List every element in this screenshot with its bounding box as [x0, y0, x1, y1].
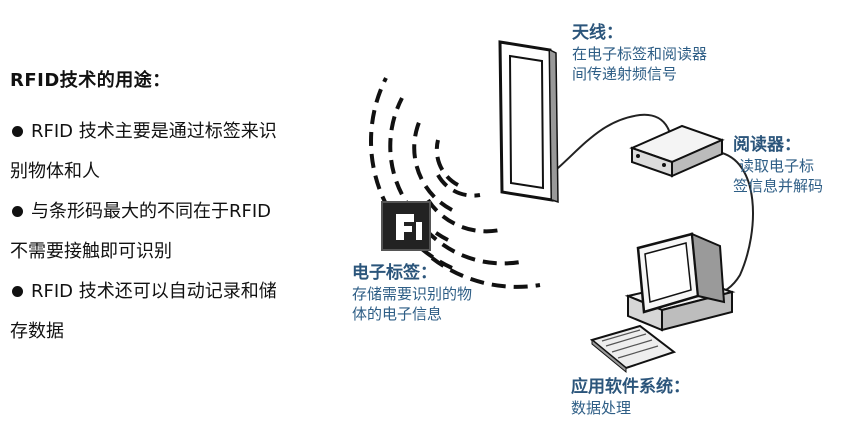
bullet-1-line-2: 别物体和人 — [10, 161, 100, 182]
computer-icon — [589, 232, 736, 374]
usage-title: RFID技术的用途： — [10, 70, 171, 91]
electronic-tag-icon — [381, 201, 431, 251]
tag-label-line-2: 体的电子信息 — [352, 305, 443, 323]
app-label-line-1: 数据处理 — [571, 399, 632, 417]
rfid-diagram-art — [369, 40, 754, 374]
reader-label-line-2: 签信息并解码 — [733, 177, 824, 195]
antenna-label-line-1: 在电子标签和阅读器 — [572, 45, 708, 63]
app-label: 应用软件系统： 数据处理 — [571, 376, 690, 418]
bullet-dot-icon — [12, 285, 23, 297]
bullet-2-cont: 不需要接触即可识别 — [10, 232, 340, 272]
tag-label-title: 电子标签： — [352, 263, 437, 283]
bullet-3-cont: 存数据 — [10, 312, 340, 352]
bullet-2: 与条形码最大的不同在于RFID — [10, 192, 340, 232]
bullet-1: RFID 技术主要是通过标签来识 — [10, 112, 340, 152]
bullet-2-line-1: 与条形码最大的不同在于RFID — [31, 201, 272, 222]
bullet-2-line-2: 不需要接触即可识别 — [10, 241, 172, 262]
antenna-icon — [498, 40, 559, 204]
bullet-dot-icon — [12, 205, 23, 217]
antenna-label: 天线： 在电子标签和阅读器 间传递射频信号 — [572, 22, 707, 84]
bullet-1-cont: 别物体和人 — [10, 152, 340, 192]
reader-device-icon — [629, 124, 725, 178]
antenna-label-title: 天线： — [572, 23, 623, 43]
bullet-3-line-2: 存数据 — [10, 321, 64, 342]
app-label-title: 应用软件系统： — [571, 377, 690, 397]
bullet-dot-icon — [12, 125, 23, 137]
bullet-3: RFID 技术还可以自动记录和储 — [10, 272, 340, 312]
antenna-label-line-2: 间传递射频信号 — [572, 65, 678, 83]
rfid-diagram: 天线： 在电子标签和阅读器 间传递射频信号 阅读器： 读取电子标 签信息并解码 … — [340, 0, 859, 440]
reader-label-line-1: 读取电子标 — [739, 157, 815, 175]
reader-label: 阅读器： 读取电子标 签信息并解码 — [733, 134, 823, 196]
bullet-3-line-1: RFID 技术还可以自动记录和储 — [31, 281, 277, 302]
tag-label: 电子标签： 存储需要识别的物 体的电子信息 — [352, 262, 472, 324]
reader-label-title: 阅读器： — [733, 135, 801, 155]
usage-panel: RFID技术的用途： RFID 技术主要是通过标签来识 别物体和人 与条形码最大… — [10, 66, 340, 352]
bullet-1-line-1: RFID 技术主要是通过标签来识 — [31, 121, 277, 142]
tag-label-line-1: 存储需要识别的物 — [352, 285, 473, 303]
